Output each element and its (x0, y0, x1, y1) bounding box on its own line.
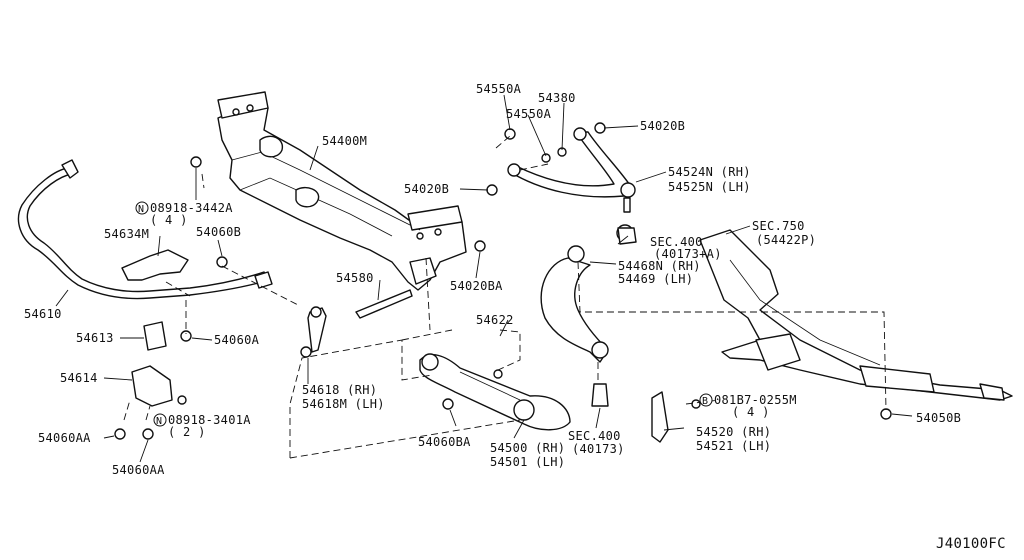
diagram-code: J40100FC (936, 536, 1006, 552)
label-54580: 54580 (336, 271, 374, 285)
knuckle (540, 224, 634, 407)
label-sec400-a: SEC.400 (650, 235, 703, 249)
label-sec750: SEC.750 (752, 219, 805, 233)
label-sec400-b-ref: (40173) (572, 442, 625, 456)
label-54060A: 54060A (214, 333, 260, 347)
label-sec750-ref: (54422P) (756, 233, 816, 247)
label-54550A-a: 54550A (476, 82, 522, 96)
label-54622: 54622 (476, 313, 514, 327)
label-54614: 54614 (60, 371, 98, 385)
label-54060AA-b: 54060AA (112, 463, 165, 477)
n-marker-1-text: N (138, 204, 144, 215)
leader-lines (55, 94, 913, 463)
crossmember (217, 91, 467, 291)
label-54020B-top: 54020B (640, 119, 685, 133)
label-54613: 54613 (76, 331, 114, 345)
label-54060B: 54060B (196, 225, 241, 239)
lower-link (419, 353, 571, 431)
label-54050B: 54050B (916, 411, 961, 425)
label-081B7-0255M: 081B7-0255M (714, 393, 797, 407)
label-08918-3442A-qty: ( 4 ) (150, 213, 188, 227)
label-08918-3401A-qty: ( 2 ) (168, 425, 206, 439)
part-labels: 54550A 54550A 54380 54020B 54400M 54524N… (24, 82, 1006, 552)
subframe (699, 229, 1013, 401)
label-54469: 54469 (LH) (618, 272, 693, 286)
label-54020B-mid: 54020B (404, 182, 449, 196)
n-marker-2 (153, 413, 167, 427)
label-54500: 54500 (RH) (490, 441, 565, 455)
label-54524N: 54524N (RH) (668, 165, 751, 179)
n-marker-2-text: N (156, 416, 162, 427)
label-54060AA-a: 54060AA (38, 431, 91, 445)
label-54400M: 54400M (322, 134, 367, 148)
label-54020BA: 54020BA (450, 279, 503, 293)
label-54521: 54521 (LH) (696, 439, 771, 453)
stabilizer-bar (17, 159, 273, 300)
label-54634M: 54634M (104, 227, 149, 241)
label-54525N: 54525N (LH) (668, 180, 751, 194)
n-marker-1 (135, 201, 149, 215)
label-54618M: 54618M (LH) (302, 397, 385, 411)
label-54520: 54520 (RH) (696, 425, 771, 439)
label-54468N: 54468N (RH) (618, 259, 701, 273)
dashed-guides (123, 135, 887, 459)
label-54501: 54501 (LH) (490, 455, 565, 469)
b-marker-text: B (702, 396, 708, 407)
label-081B7-0255M-qty: ( 4 ) (732, 405, 770, 419)
label-08918-3442A: 08918-3442A (150, 201, 233, 215)
label-54380: 54380 (538, 91, 576, 105)
label-sec400-a-ref: (40173+A) (654, 247, 722, 261)
upper-link (507, 127, 636, 213)
label-08918-3401A: 08918-3401A (168, 413, 251, 427)
label-54618: 54618 (RH) (302, 383, 377, 397)
label-54550A-b: 54550A (506, 107, 552, 121)
b-marker (699, 393, 713, 407)
label-54610: 54610 (24, 307, 62, 321)
label-sec400-b: SEC.400 (568, 429, 621, 443)
label-54060BA: 54060BA (418, 435, 471, 449)
